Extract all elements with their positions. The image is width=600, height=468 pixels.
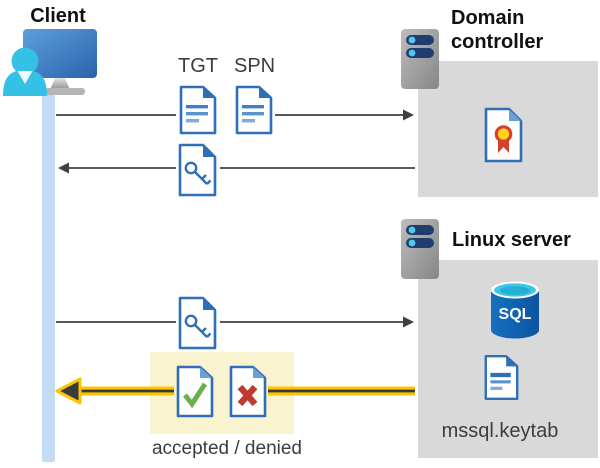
arrowhead-step1 — [403, 109, 414, 121]
key-glyph — [184, 161, 212, 185]
result-label: accepted / denied — [151, 438, 302, 459]
person-icon — [3, 47, 47, 96]
key-document-icon — [178, 143, 217, 197]
arrowhead-step4 — [55, 377, 82, 405]
sql-text: SQL — [499, 306, 532, 323]
accepted-document-icon — [176, 365, 214, 418]
arrowhead-step3 — [403, 316, 414, 328]
monitor-base — [40, 88, 85, 95]
monitor-icon — [23, 29, 97, 78]
key-document-icon — [178, 296, 217, 350]
domain-controller-server-icon — [401, 29, 439, 89]
denied-document-icon — [229, 365, 267, 418]
client-label: Client — [30, 5, 86, 27]
domain-controller-label: Domain controller — [451, 7, 544, 53]
keytab-document-icon — [484, 355, 519, 400]
keytab-label: mssql.keytab — [441, 420, 559, 442]
ribbon-seal-glyph — [494, 125, 513, 153]
tgt-document-icon — [179, 85, 217, 135]
client-icon — [3, 29, 97, 96]
check-glyph — [183, 382, 208, 409]
key-glyph — [184, 314, 212, 338]
arrow-step4-left-highlighted — [55, 377, 415, 405]
arrowhead-step2 — [58, 162, 69, 174]
spn-document-icon — [235, 85, 273, 135]
sql-database-icon: SQL — [491, 281, 539, 339]
spn-label: SPN — [234, 55, 276, 77]
monitor-stand — [50, 78, 70, 90]
tgt-label: TGT — [178, 55, 218, 77]
certificate-document-icon — [484, 107, 523, 163]
client-timeline-bar — [42, 92, 55, 462]
linux-server-label: Linux server — [452, 229, 571, 251]
x-glyph — [237, 384, 258, 407]
linux-server-icon — [401, 219, 439, 279]
